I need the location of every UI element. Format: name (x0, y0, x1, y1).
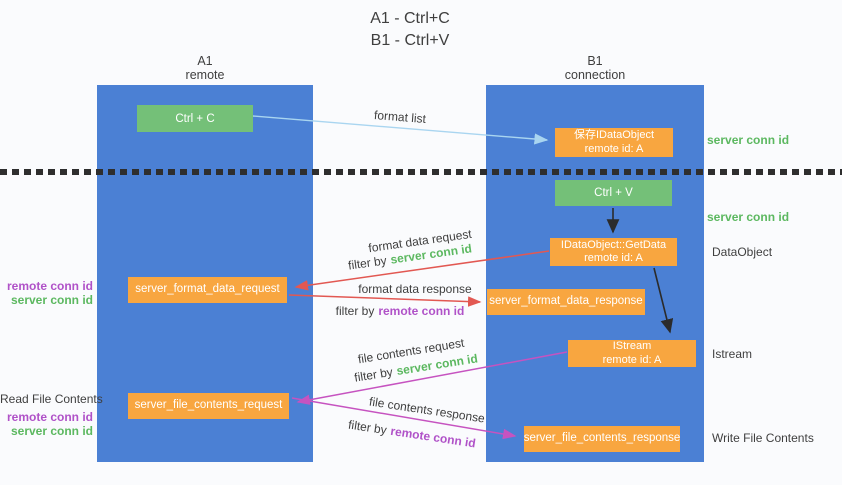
remote-conn-id-key: remote conn id (378, 304, 465, 318)
format-data-response-message-label: format data response (358, 282, 472, 296)
file-request-label: server_file_contents_request (134, 399, 283, 412)
ctrl-v-action-node: Ctrl + V (555, 180, 672, 206)
file-remote-conn-id-annotation: remote conn id (6, 410, 93, 424)
read-file-contents-annotation: Read File Contents (0, 392, 103, 406)
lifeline-b1-name: B1 (587, 54, 603, 68)
getdata-to-istream-arrow (653, 267, 674, 334)
istream-node: IStream remote id: A (568, 340, 696, 367)
file-server-conn-id-annotation: server conn id (10, 424, 93, 438)
server-format-data-request-node: server_format_data_request (128, 277, 287, 303)
getdata-line1: IDataObject::GetData (560, 238, 667, 251)
filter-by-text: filter by (335, 304, 375, 318)
format-response-label: server_format_data_response (489, 295, 643, 308)
format-data-request-arrow (294, 250, 550, 291)
server-file-contents-response-node: server_file_contents_response (524, 426, 680, 452)
istream-line2: remote id: A (602, 353, 662, 366)
file-response-label: server_file_contents_response (523, 432, 681, 445)
file-contents-response-arrow (291, 397, 517, 440)
lifeline-header-b1: B1 connection (535, 54, 655, 82)
ctrl-c-action-node: Ctrl + C (137, 105, 253, 132)
format-remote-conn-id-annotation: remote conn id (6, 279, 93, 293)
istream-line1: IStream (612, 340, 652, 352)
format-request-label: server_format_data_request (135, 283, 280, 296)
istream-annotation: Istream (712, 347, 753, 361)
save-idataobject-node: 保存IDataObject remote id: A (555, 128, 673, 157)
save-idataobject-line1: 保存IDataObject (573, 129, 655, 141)
ctrl-c-label: Ctrl + C (175, 112, 215, 125)
server-conn-id-annotation-top: server conn id (707, 133, 790, 147)
dataobject-annotation: DataObject (712, 245, 773, 259)
idataobject-getdata-node: IDataObject::GetData remote id: A (550, 238, 677, 266)
title-line-2: B1 - Ctrl+V (370, 32, 450, 49)
lifeline-header-a1: A1 remote (145, 54, 265, 82)
title-line-1: A1 - Ctrl+C (370, 10, 450, 27)
save-idataobject-line2: remote id: A (584, 142, 644, 155)
diagram-title: A1 - Ctrl+C B1 - Ctrl+V (0, 8, 820, 52)
format-data-response-arrow (288, 294, 482, 307)
lifeline-a1-name: A1 (197, 54, 213, 68)
write-file-contents-annotation: Write File Contents (712, 431, 814, 445)
format-server-conn-id-annotation: server conn id (10, 293, 93, 307)
lifeline-a1-role: remote (185, 68, 225, 82)
ctrl-v-label: Ctrl + V (594, 187, 633, 199)
format-list-arrow (252, 115, 549, 145)
server-format-data-response-node: server_format_data_response (487, 289, 645, 315)
getdata-line2: remote id: A (584, 252, 643, 264)
lifeline-b1-role: connection (564, 68, 626, 82)
machine-boundary-dotted-line (0, 169, 842, 175)
file-contents-request-arrow (296, 351, 568, 405)
server-conn-id-annotation-mid: server conn id (707, 210, 790, 224)
server-file-contents-request-node: server_file_contents_request (128, 393, 289, 419)
